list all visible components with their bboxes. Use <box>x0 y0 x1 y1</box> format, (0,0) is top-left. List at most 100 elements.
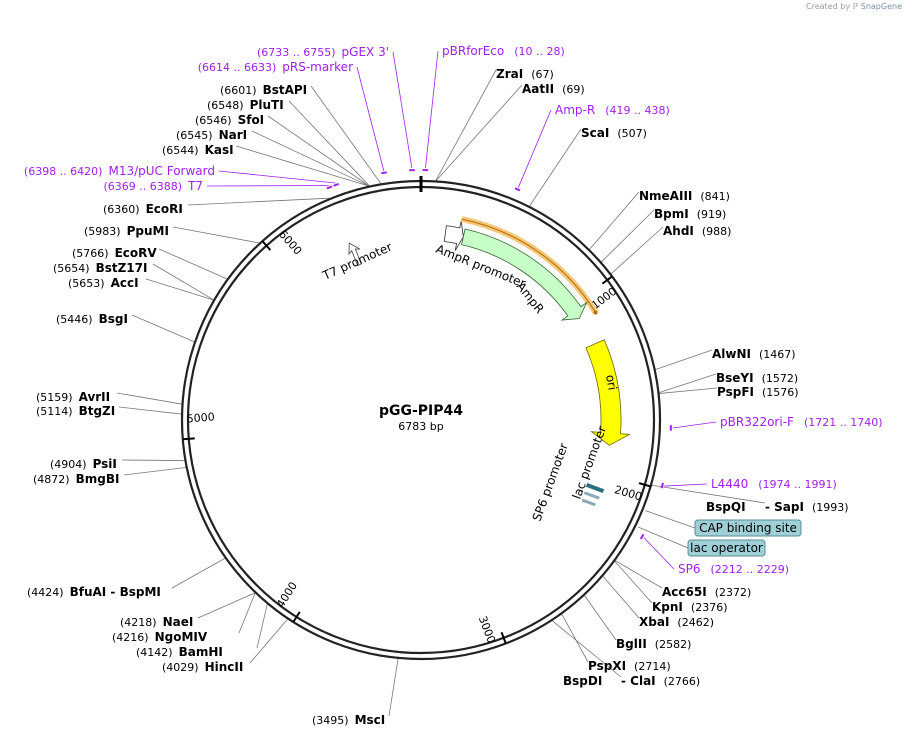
leader-line <box>197 592 255 619</box>
ori-arrow <box>585 339 631 446</box>
leader-line <box>172 226 260 244</box>
site-label: NmeAIII(841) <box>639 189 730 203</box>
site-position: (5446) <box>56 313 93 326</box>
site-name: KasI <box>205 143 234 157</box>
site-label: PspFI (1576) <box>717 385 799 399</box>
leader-line <box>267 115 369 187</box>
primer-name: L4440 <box>711 477 748 491</box>
site-name: SfoI <box>238 113 265 127</box>
site-label: AatII(69) <box>522 82 585 96</box>
cap-marker <box>585 483 605 493</box>
feature-label-sp6-promoter: SP6 promoter <box>530 441 571 523</box>
leader-line <box>436 84 523 181</box>
primer-name: SP6 <box>678 562 701 576</box>
feature-box <box>694 519 802 537</box>
site-label: - ClaI(2766) <box>621 674 700 688</box>
leader-line <box>131 314 195 343</box>
site-position: (6545) <box>176 129 213 142</box>
site-name: PpuMI <box>127 224 169 238</box>
site-name: PspXI <box>588 659 626 673</box>
site-label: (4216)NgoMIV <box>112 630 208 644</box>
site-label: (6601)BstAPI <box>220 83 307 97</box>
site-position: (4218) <box>120 616 157 629</box>
site-position: (4142) <box>136 646 173 659</box>
leader-line <box>614 561 653 604</box>
primer-leader <box>392 51 413 169</box>
primer-name: M13/pUC Forward <box>108 164 215 178</box>
site-position: (6546) <box>195 114 232 127</box>
tick-label: 6000 <box>276 228 304 258</box>
leader-line <box>659 373 717 393</box>
site-name: EcoRV <box>115 246 158 260</box>
site-name: Acc65I <box>662 585 707 599</box>
site-name: BsgI <box>99 312 128 326</box>
credit-brand: SnapGene <box>860 2 902 11</box>
tick-label: 3000 <box>476 614 498 645</box>
leader-line <box>610 226 664 274</box>
primer-leader <box>356 66 385 171</box>
site-label: (4029)HincII <box>162 660 243 674</box>
leader-line <box>602 576 640 619</box>
site-position: (1467) <box>759 348 796 361</box>
site-name: BfuAI <box>70 585 107 599</box>
site-name: BpmI <box>654 207 689 221</box>
primer-label: (6369 .. 6388)T7 <box>103 179 203 193</box>
site-name: XbaI <box>639 615 669 629</box>
leader-line <box>145 278 214 301</box>
primer-label: (6733 .. 6755)pGEX 3' <box>257 45 389 59</box>
site-label: AhdI(988) <box>663 224 731 238</box>
site-position: (3495) <box>312 714 349 727</box>
primer-position: (10 .. 28) <box>514 45 565 58</box>
site-position: (1993) <box>812 501 849 514</box>
primer-label: SP6 (2212 .. 2229) <box>678 562 789 576</box>
leader-line <box>388 658 399 717</box>
site-label: (5446) BsgI <box>56 312 128 326</box>
site-label: BspQI <box>706 500 746 514</box>
feature-box-label: CAP binding site <box>699 521 797 535</box>
leader-line <box>615 560 663 589</box>
site-name-suffix: - BspMI <box>106 585 161 599</box>
site-label: (5653)AccI <box>68 276 139 290</box>
ampr-end-dot <box>593 310 598 315</box>
primer-mark <box>639 533 645 540</box>
plasmid-name: pGG-PIP44 <box>379 403 463 419</box>
site-position: (4029) <box>162 661 199 674</box>
ampr-outline <box>461 218 597 313</box>
leader-line <box>121 459 185 461</box>
site-label: (4424)BfuAI - BspMI <box>27 585 161 599</box>
primer-name: pRS-marker <box>282 60 353 74</box>
primer-mark <box>514 187 521 192</box>
site-label: PspXI(2714) <box>588 659 671 673</box>
leader-line <box>152 263 214 301</box>
tick-mark <box>638 482 651 488</box>
leader-line <box>561 614 589 663</box>
tick-mark <box>182 437 195 441</box>
primer-name: pGEX 3' <box>342 45 389 59</box>
site-label: ZraI(67) <box>496 67 554 81</box>
feature-label-t7-promoter: T7 promoter <box>320 240 395 284</box>
site-name: PspFI <box>717 385 754 399</box>
primer-position: (2212 .. 2229) <box>711 563 790 576</box>
site-name: BstZ17I <box>96 261 148 275</box>
site-label: (5114)BtgZI <box>36 404 115 418</box>
site-label: (4142)BamHI <box>136 645 223 659</box>
site-name: BspQI <box>706 500 746 514</box>
primer-name: pBR322ori-F <box>720 415 794 429</box>
leader-line <box>288 100 370 186</box>
primer-label: (6614 .. 6633)pRS-marker <box>198 60 353 74</box>
site-position: (4872) <box>33 473 70 486</box>
leader-line <box>251 130 369 187</box>
site-label: (6546) SfoI <box>195 113 264 127</box>
leader-line <box>435 69 497 181</box>
ampr-promoter-arrow <box>443 220 464 251</box>
site-position: (6360) <box>103 203 140 216</box>
site-position: (4216) <box>112 631 149 644</box>
primer-labels: pBRforEco(10 .. 28)Amp-R(419 .. 438)pBR3… <box>24 44 883 576</box>
leader-line <box>187 197 330 206</box>
site-label: (6548)PluTI <box>207 98 284 112</box>
site-position: (1576) <box>762 386 799 399</box>
box-leader <box>645 510 696 529</box>
t7-promoter-arrow <box>348 242 362 267</box>
site-name: AatII <box>522 82 554 96</box>
